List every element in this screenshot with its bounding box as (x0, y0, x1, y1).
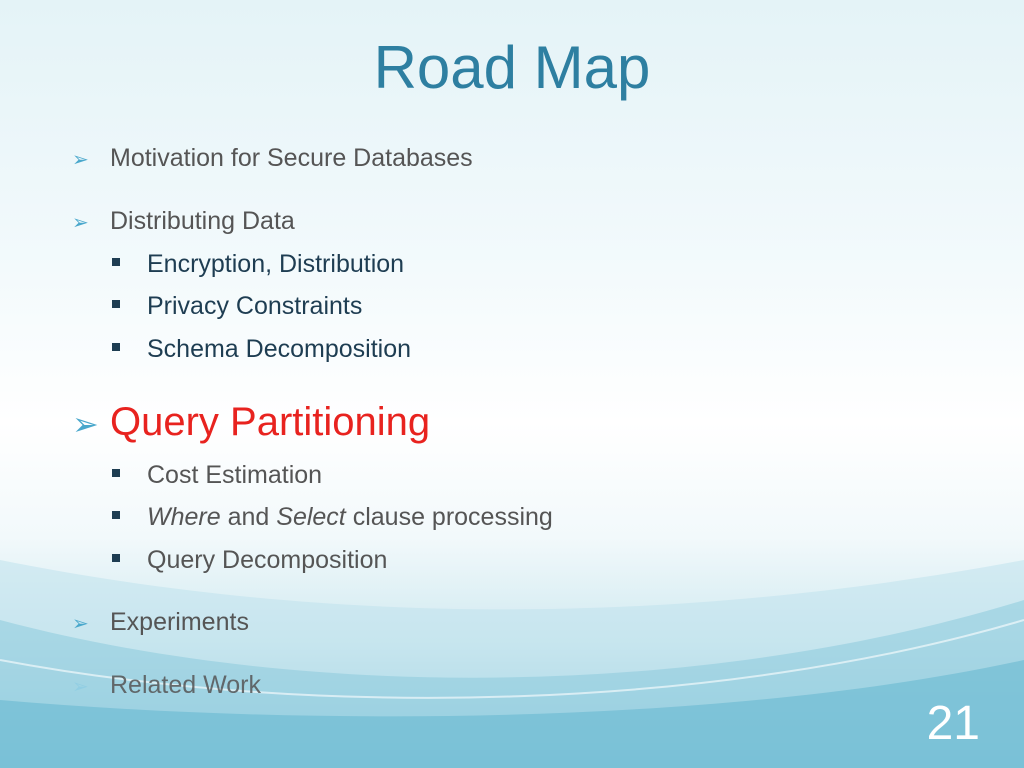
square-bullet-icon (112, 554, 120, 562)
page-number: 21 (926, 697, 980, 750)
subbullet-text: Encryption, Distribution (147, 250, 405, 278)
square-bullet-icon (112, 343, 120, 351)
arrow-bullet-icon: ➢ (72, 676, 89, 698)
subbullet-text: Query Decomposition (147, 546, 388, 574)
where-keyword: Where (147, 503, 221, 531)
and-word: and (227, 503, 270, 531)
bullet-text-highlighted: Query Partitioning (110, 400, 431, 444)
bullet-related-work: ➢ Related Work (72, 671, 261, 700)
bullet-motivation: ➢ Motivation for Secure Databases (72, 144, 473, 173)
subbullet-encryption: Encryption, Distribution (112, 250, 404, 279)
subbullet-text: Schema Decomposition (147, 335, 412, 363)
subbullet-schema: Schema Decomposition (112, 335, 411, 364)
bullet-distributing-data: ➢ Distributing Data (72, 207, 295, 236)
bullet-text: Experiments (110, 608, 249, 636)
bullet-text: Motivation for Secure Databases (110, 144, 473, 172)
bullet-text: Related Work (110, 671, 261, 699)
subbullet-query-decomposition: Query Decomposition (112, 546, 387, 575)
square-bullet-icon (112, 469, 120, 477)
slide-title: Road Map (373, 34, 651, 101)
bullet-experiments: ➢ Experiments (72, 608, 249, 637)
arrow-bullet-icon: ➢ (72, 149, 89, 171)
subbullet-cost-estimation: Cost Estimation (112, 461, 322, 490)
square-bullet-icon (112, 511, 120, 519)
square-bullet-icon (112, 258, 120, 266)
subbullet-text: Privacy Constraints (147, 292, 363, 320)
subbullet-text: Where and Select clause processing (147, 503, 553, 532)
select-keyword: Select (276, 503, 346, 531)
subbullet-where-select: Where and Select clause processing (112, 503, 553, 532)
bullet-query-partitioning: ➢ Query Partitioning (72, 400, 430, 445)
arrow-bullet-icon: ➢ (72, 212, 89, 234)
clause-text: clause processing (352, 503, 553, 531)
subbullet-text: Cost Estimation (147, 461, 323, 489)
square-bullet-icon (112, 300, 120, 308)
arrow-bullet-icon: ➢ (72, 613, 89, 635)
arrow-bullet-icon: ➢ (72, 406, 99, 442)
bullet-text: Distributing Data (110, 207, 295, 235)
subbullet-privacy: Privacy Constraints (112, 292, 362, 321)
